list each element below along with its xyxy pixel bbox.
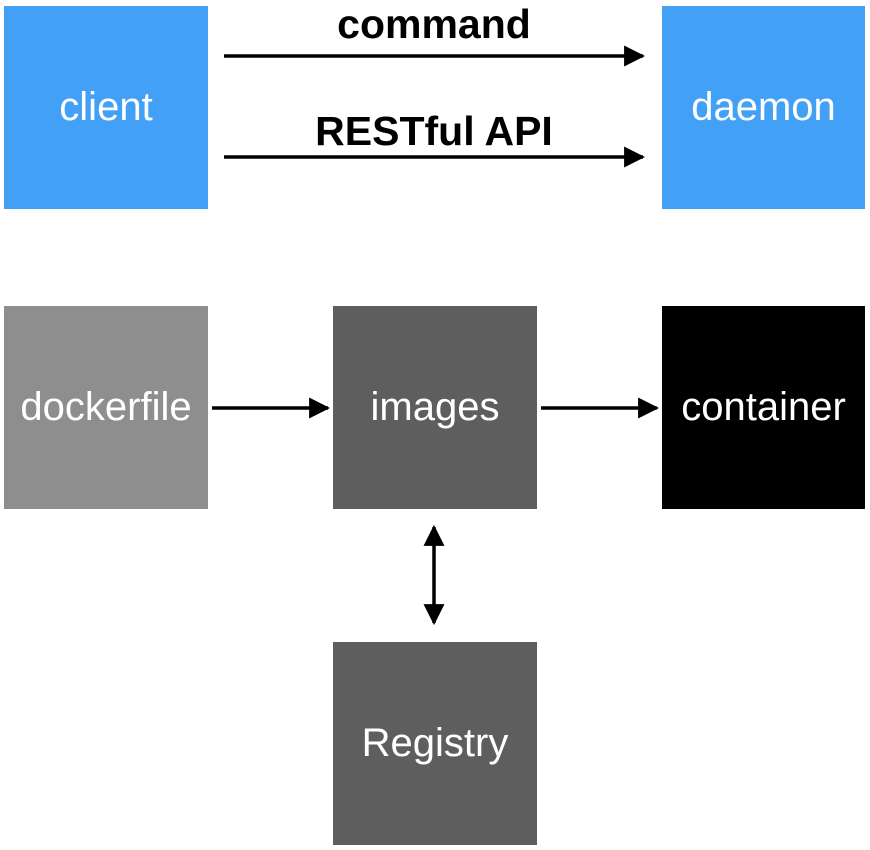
images-node: images <box>333 306 537 509</box>
command-label: command <box>337 1 531 47</box>
client-node: client <box>4 6 208 209</box>
daemon-node: daemon <box>662 6 865 209</box>
container-label: container <box>681 385 846 429</box>
dockerfile-label: dockerfile <box>20 385 192 429</box>
registry-label: Registry <box>361 721 509 765</box>
restful-api-label: RESTful API <box>315 108 553 154</box>
dockerfile-node: dockerfile <box>4 306 208 509</box>
daemon-label: daemon <box>691 85 836 129</box>
container-node: container <box>662 306 865 509</box>
images-label: images <box>370 385 500 429</box>
registry-node: Registry <box>333 642 537 845</box>
client-label: client <box>59 85 153 129</box>
